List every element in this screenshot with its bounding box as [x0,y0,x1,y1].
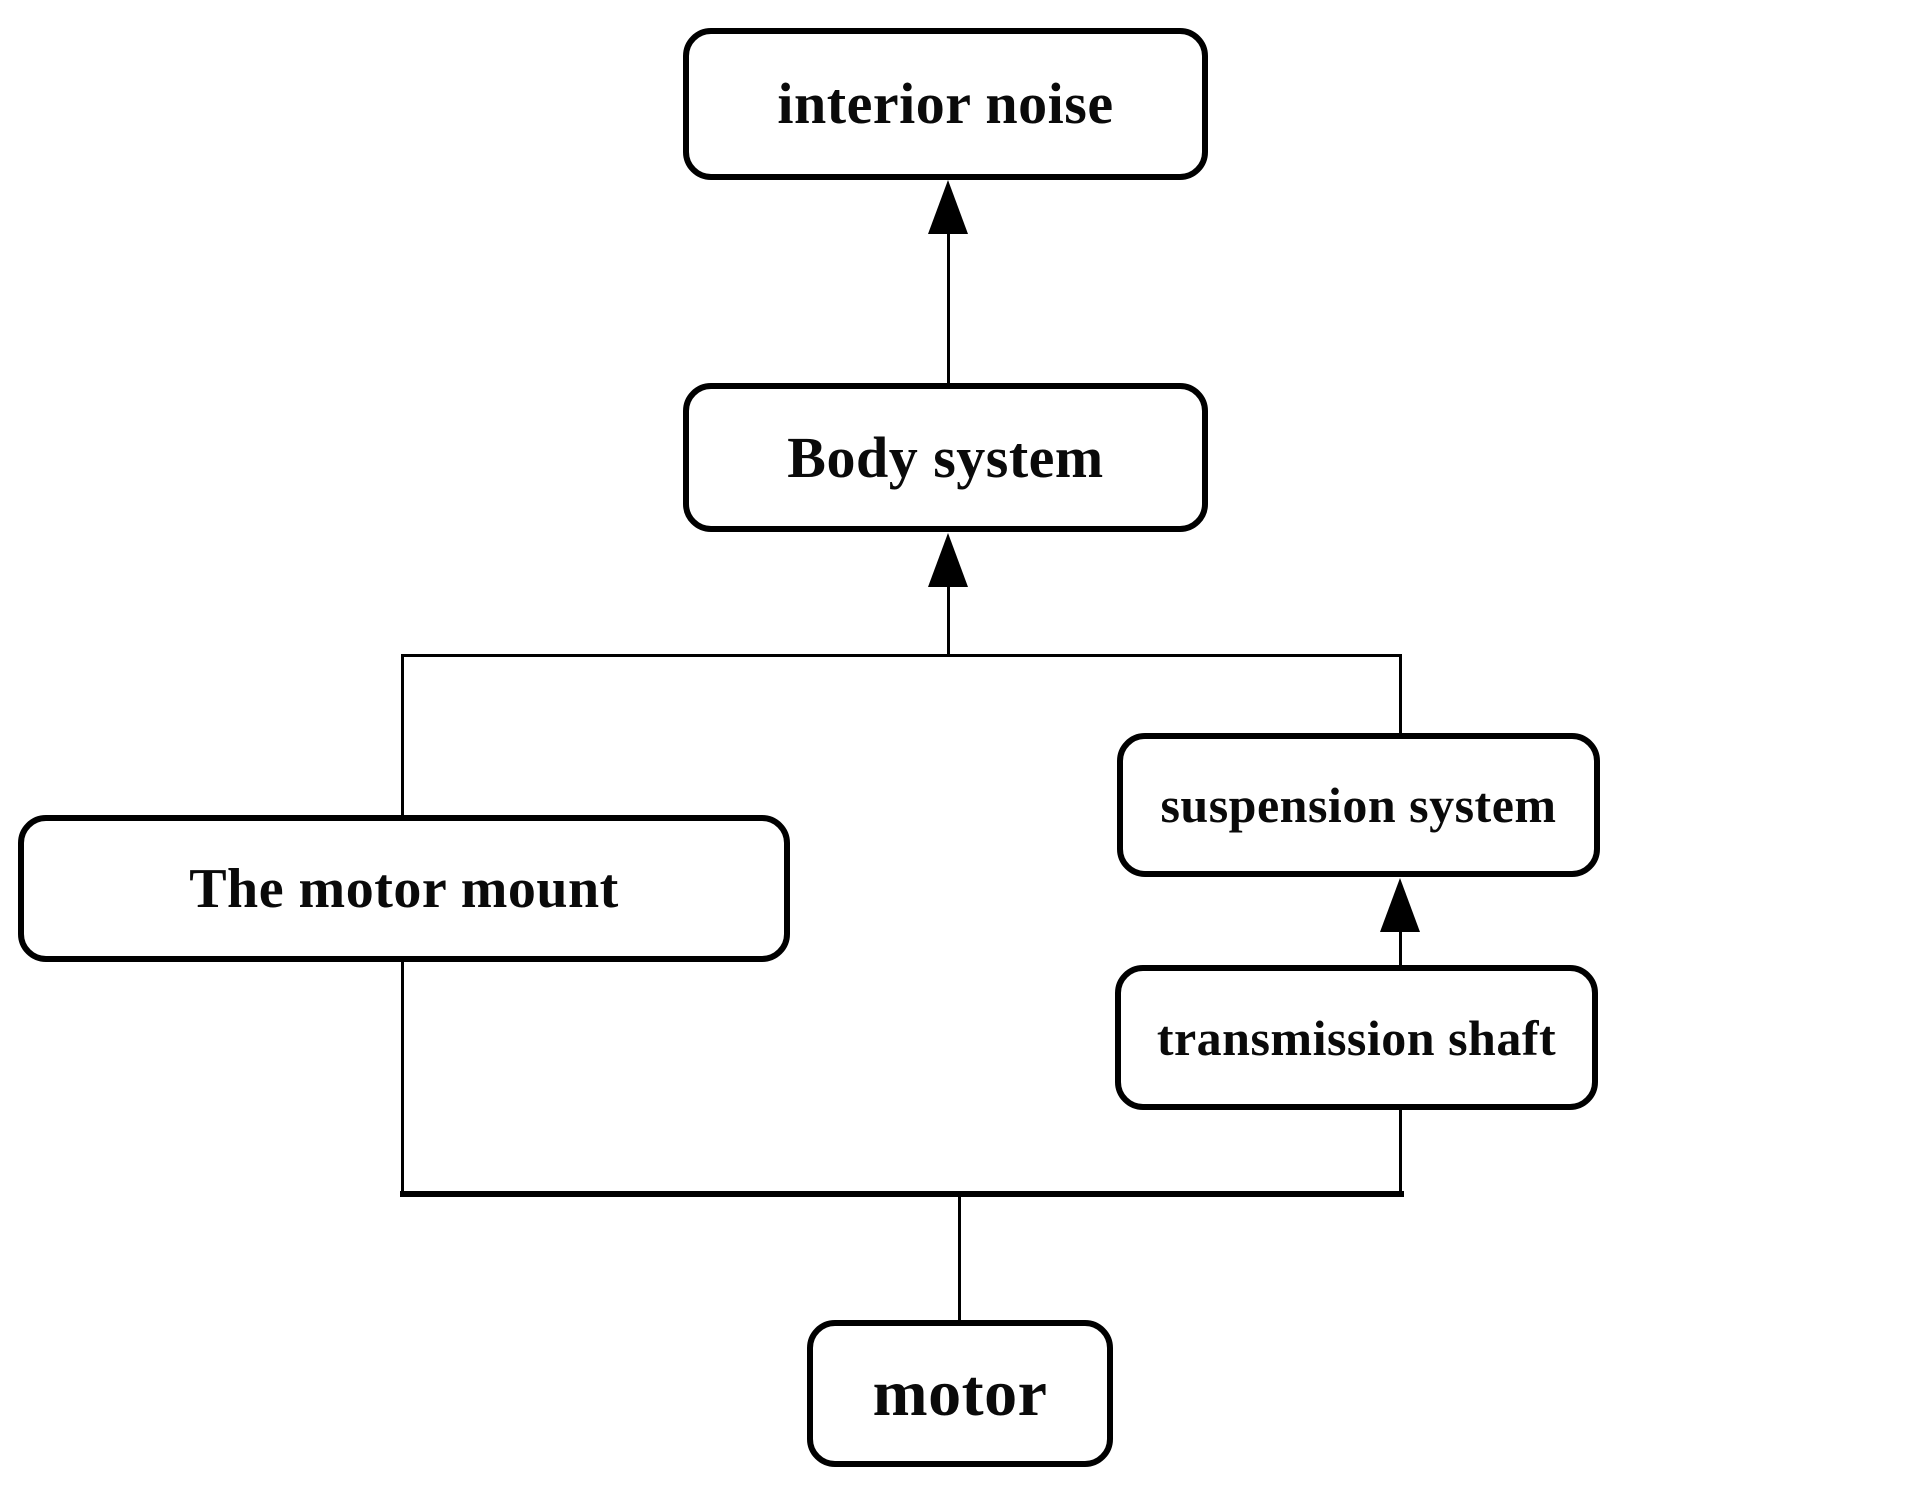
arrow-up-icon [1380,878,1420,932]
node-transmission-shaft: transmission shaft [1115,965,1598,1110]
node-suspension-system-label: suspension system [1160,777,1557,833]
node-motor-mount-label: The motor mount [189,857,619,920]
node-motor-mount: The motor mount [18,815,790,962]
edge-transmission-to-suspension [1399,918,1402,968]
edge-suspension-to-top-bus [1399,654,1402,736]
edge-body-to-interior [947,195,950,385]
node-suspension-system: suspension system [1117,733,1600,877]
node-interior-noise-label: interior noise [777,71,1114,136]
node-motor-label: motor [872,1356,1048,1430]
node-motor: motor [807,1320,1113,1467]
node-body-system-label: Body system [787,424,1104,490]
edge-bottom-junction-bus [400,1191,1404,1197]
node-body-system: Body system [683,383,1208,532]
node-transmission-shaft-label: transmission shaft [1156,1009,1557,1066]
edge-transmission-to-bottom-bus [1399,1108,1402,1197]
edge-junction-to-body [947,545,950,657]
arrow-up-icon [928,180,968,234]
edge-motor-to-bottom-bus [958,1193,961,1323]
edge-top-junction-bus [402,654,1402,657]
arrow-up-icon [928,533,968,587]
node-interior-noise: interior noise [683,28,1208,180]
